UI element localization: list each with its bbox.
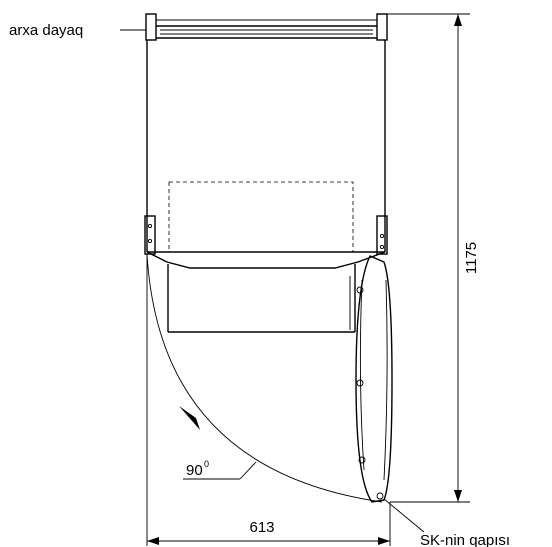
width-dimension <box>146 254 391 546</box>
door-label: SK-nin qapısı <box>420 532 510 547</box>
arc-arrowhead <box>179 406 200 430</box>
fridge-cabinet <box>144 40 388 255</box>
back-support-fixtures <box>145 13 388 41</box>
door-leader <box>383 498 425 533</box>
back-support-label: arxa dayaq <box>9 22 83 39</box>
depth-dimension <box>387 13 470 503</box>
drawer-outline-dashed <box>168 181 354 253</box>
open-door <box>355 255 393 503</box>
door-swing-arc <box>146 253 383 503</box>
width-dimension-label: 613 <box>249 519 274 536</box>
depth-dimension-label: 1175 <box>463 242 480 274</box>
open-drawer <box>146 251 386 333</box>
angle-unit: 0 <box>204 459 209 469</box>
angle-value: 90 <box>186 462 203 479</box>
